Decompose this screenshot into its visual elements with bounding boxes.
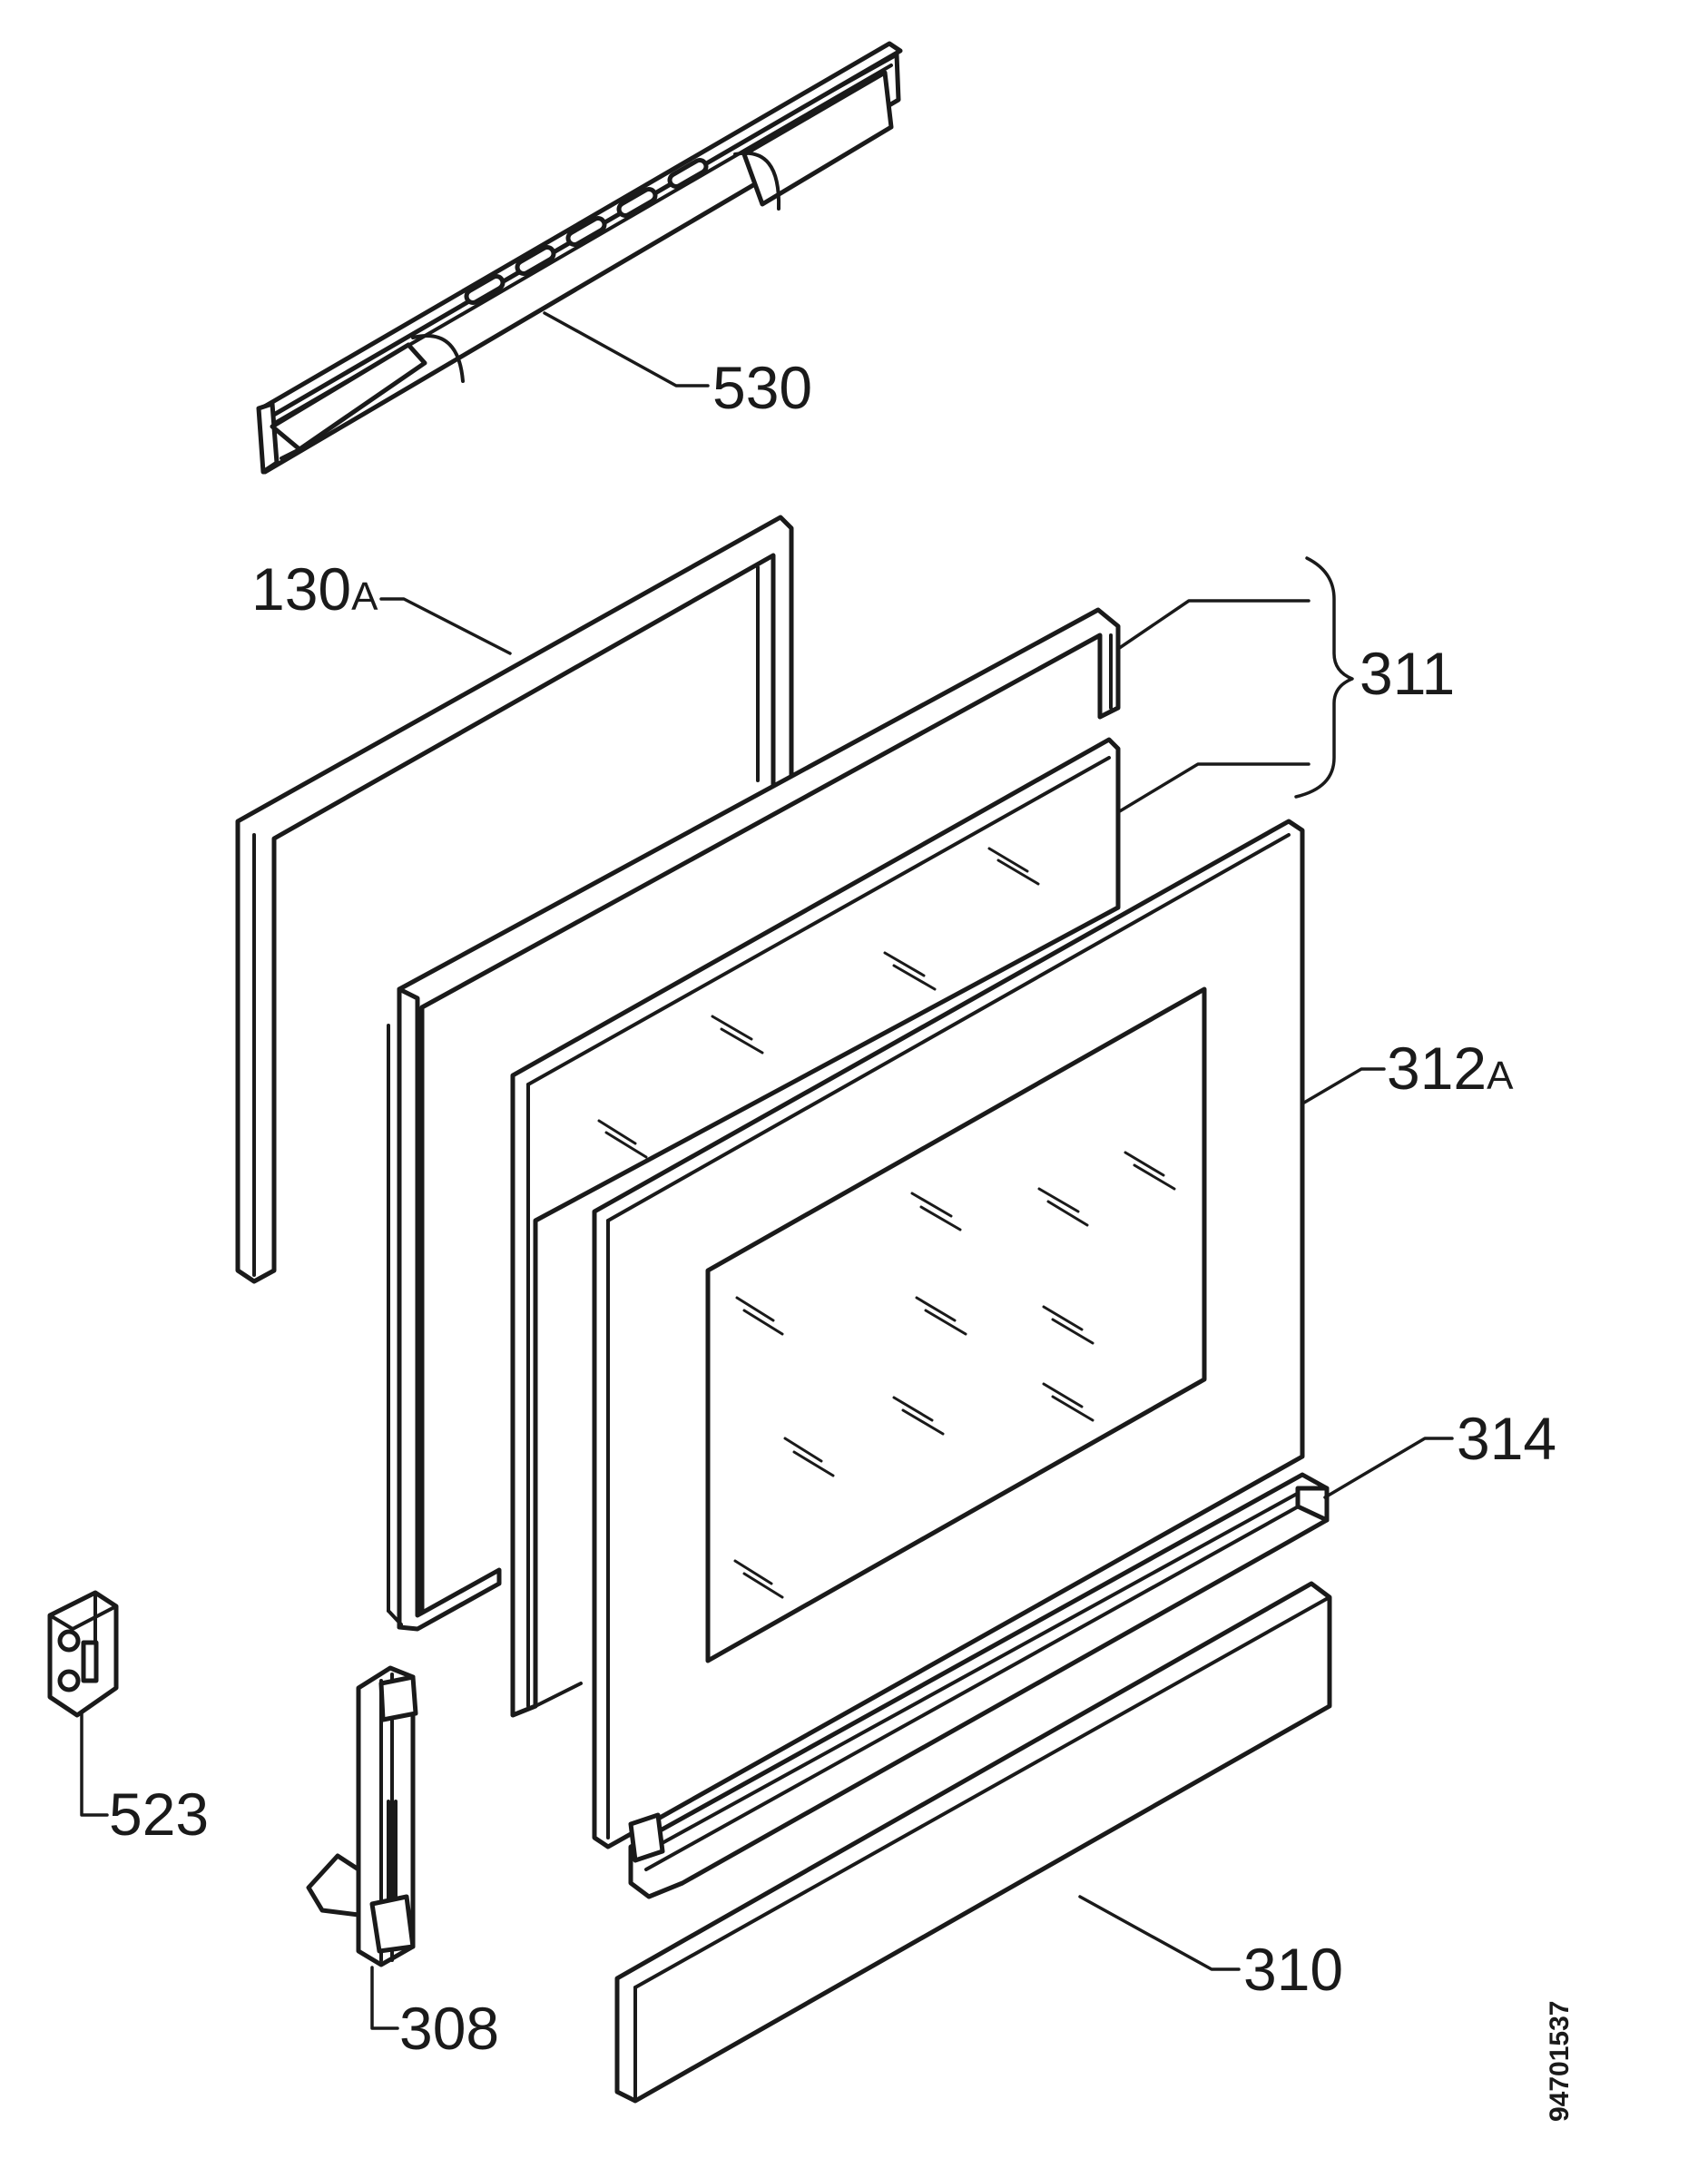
callout-312a-num: 312 (1387, 1035, 1487, 1102)
part-311-inner-frame (387, 607, 1121, 1632)
leader-314 (1323, 1437, 1454, 1499)
part-310-bottom-trim (614, 1581, 1332, 2104)
callout-530: 530 (712, 354, 812, 421)
callout-130a-suffix: A (351, 574, 378, 619)
leader-310 (1078, 1895, 1241, 1971)
part-312a-outer-glass (592, 819, 1305, 1849)
leader-311-bottom (1116, 762, 1310, 814)
leader-312a (1302, 1067, 1386, 1104)
glass-reflections-inner (597, 847, 1040, 1159)
callout-312a-suffix: A (1487, 1054, 1514, 1098)
glass-reflections-outer (733, 1151, 1176, 1599)
part-314-bottom-rail (628, 1472, 1330, 1899)
leader-523 (80, 1712, 109, 1817)
callout-130a-num: 130 (251, 555, 351, 623)
callout-312a: 312A (1387, 1035, 1514, 1102)
part-530-top-bar (256, 41, 903, 475)
leader-130a (379, 597, 512, 655)
callout-130a: 130A (251, 555, 378, 623)
leader-530 (543, 311, 710, 388)
part-523-hinge-receiver (47, 1590, 119, 1718)
callout-310: 310 (1243, 1936, 1343, 2003)
callout-314: 314 (1457, 1405, 1556, 1472)
document-number: 94701537 (1545, 2001, 1575, 2122)
callout-308: 308 (399, 1995, 499, 2062)
leader-311-top (1116, 599, 1310, 651)
callout-311: 311 (1360, 640, 1455, 707)
part-311-inner-glass (510, 737, 1121, 1718)
part-308-door-hinge (306, 1665, 418, 1967)
part-130a-door-seal (235, 515, 794, 1284)
leader-308 (370, 1966, 399, 2030)
brace-311 (1294, 556, 1354, 799)
callout-523: 523 (109, 1781, 209, 1848)
hinge-spring (379, 1800, 398, 1917)
bar-slots (464, 158, 709, 305)
